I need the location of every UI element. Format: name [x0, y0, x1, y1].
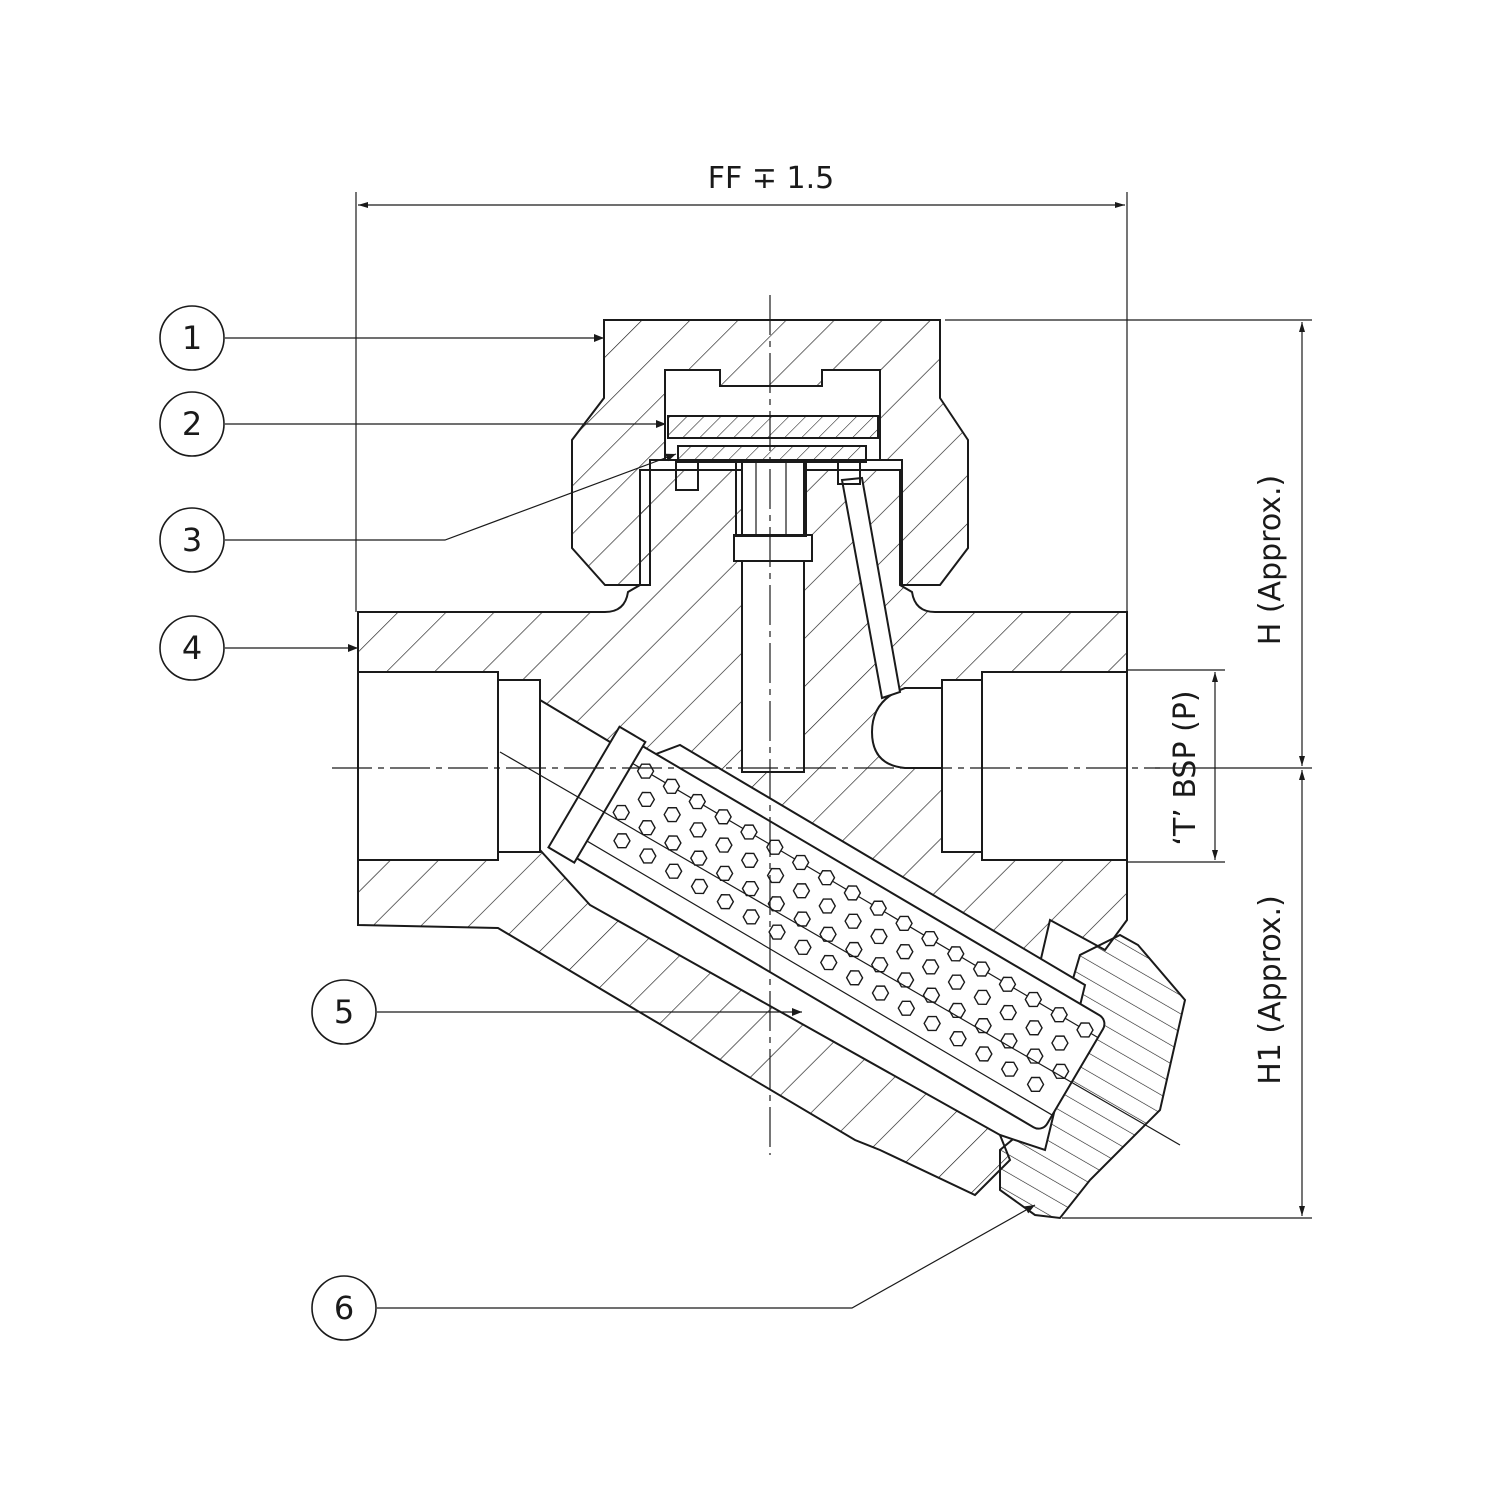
h1-dimension-label: H1 (Approx.) [1253, 895, 1288, 1085]
callout-5: 5 [311, 979, 377, 1045]
callout-number: 2 [182, 405, 202, 443]
seat-stub-right [837, 461, 861, 485]
callout-number: 1 [182, 319, 202, 357]
disc [667, 415, 879, 439]
disc-and-seat [667, 415, 879, 537]
inlet-port [357, 671, 499, 861]
strainer-screen [499, 725, 1181, 1146]
callout-2: 2 [159, 391, 225, 457]
callout-4: 4 [159, 615, 225, 681]
callout-leaders [225, 334, 1036, 1309]
outlet-port [981, 671, 1128, 861]
callout-number: 5 [334, 993, 354, 1031]
outlet-bore [941, 679, 983, 853]
callout-number: 4 [182, 629, 202, 667]
callout-3: 3 [159, 507, 225, 573]
t-bsp-dimension-label: ‘T’ BSP (P) [1168, 690, 1203, 845]
vertical-passage [741, 459, 805, 773]
ff-dimension-label: FF ∓ 1.5 [708, 161, 834, 196]
dimension-lines [355, 192, 1312, 1219]
seat-spigot [735, 461, 807, 537]
seat-ring [677, 445, 867, 463]
screen-perforations [612, 763, 1094, 1093]
h-dimension-label: H (Approx.) [1253, 475, 1288, 646]
callout-number: 3 [182, 521, 202, 559]
callout-1: 1 [159, 305, 225, 371]
seat-bore [733, 534, 813, 562]
callout-6: 6 [311, 1275, 377, 1341]
seat-stub-left [675, 461, 699, 491]
callout-number: 6 [334, 1289, 354, 1327]
inclined-channel [840, 476, 902, 700]
inlet-bore [497, 679, 541, 853]
